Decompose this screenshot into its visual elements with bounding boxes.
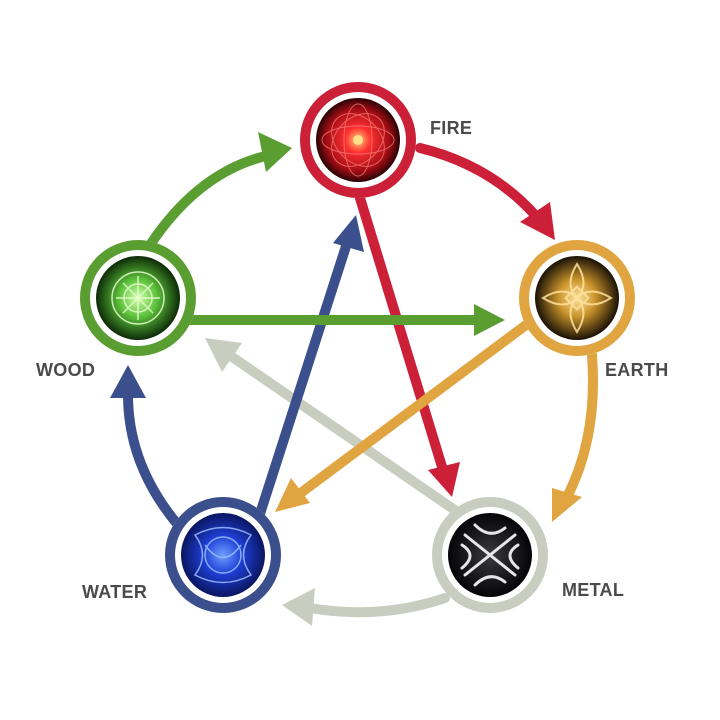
arrow-wood-to-fire: [145, 132, 292, 250]
arrow-wood-to-earth: [180, 304, 505, 336]
arrow-water-to-fire: [253, 215, 364, 525]
fire-label: FIRE: [430, 118, 472, 138]
earth-label: EARTH: [605, 360, 669, 380]
arrow-fire-to-metal: [355, 193, 460, 497]
arrow-fire-to-earth: [415, 143, 555, 240]
water-emblem: [181, 513, 265, 597]
water-label: WATER: [82, 582, 147, 602]
wood-node: [80, 240, 196, 356]
metal-node: [432, 497, 548, 613]
arrow-metal-to-water: [282, 588, 450, 626]
arrow-earth-to-water: [275, 317, 535, 512]
metal-label: METAL: [562, 580, 624, 600]
arrow-earth-to-metal: [552, 350, 598, 522]
wood-label: WOOD: [36, 360, 95, 380]
arrow-water-to-wood: [110, 365, 183, 530]
fire-node: [300, 82, 416, 198]
arrow-metal-to-wood: [205, 338, 467, 520]
earth-node: [519, 240, 635, 356]
water-node: [165, 497, 281, 613]
